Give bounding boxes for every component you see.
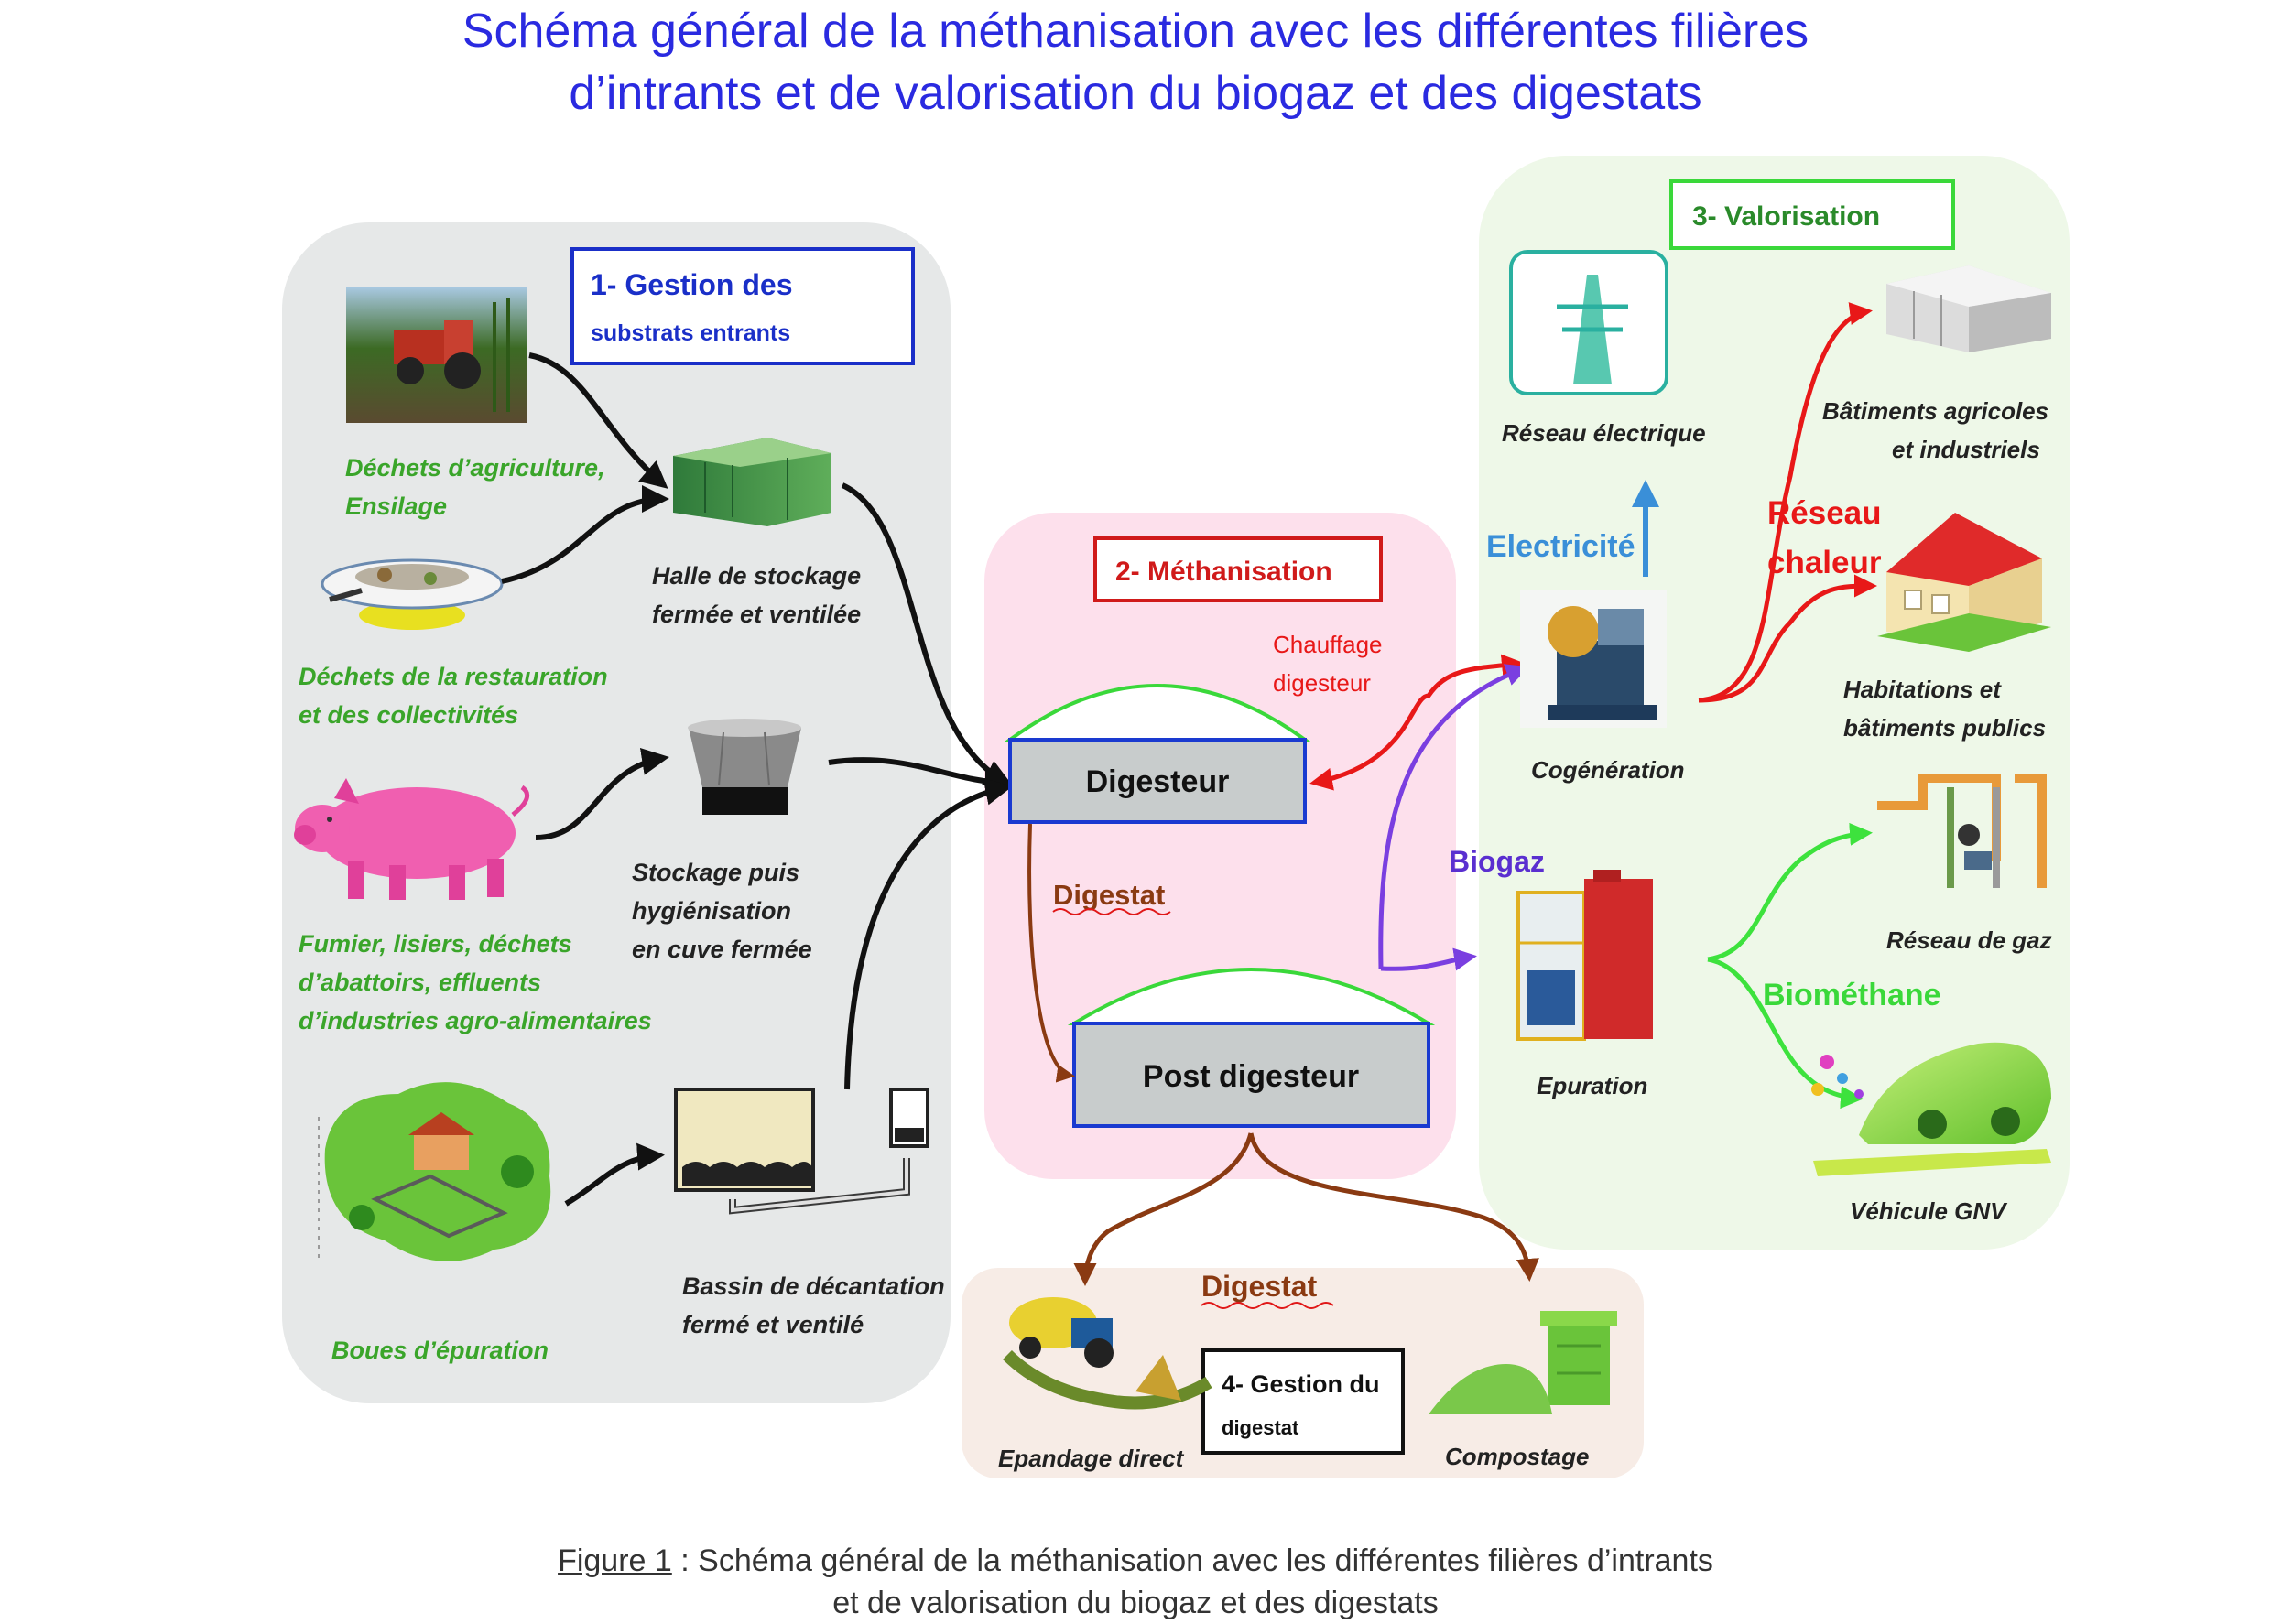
label-agri-line2: Ensilage [345,493,447,520]
figure-caption-line2: et de valorisation du biogaz et des dige… [832,1586,1439,1620]
digester-label: Digesteur [1086,764,1230,799]
squiggle-digestat-1 [1052,908,1171,915]
label-halle-line1: Halle de stockage [652,562,861,590]
label-chauffage-line1: Chauffage [1273,631,1383,658]
label-resto-line2: et des collectivités [299,701,518,729]
arrow-heat-cogeneration-digester [1309,654,1525,791]
label-vehicule-gnv: Véhicule GNV [1850,1197,2008,1225]
food-plate-icon [321,558,504,630]
section-header-digestat: 4- Gestion du digestat [1201,1348,1405,1455]
arrow-heat-to-buildings [1698,302,1873,703]
label-fumier-line1: Fumier, lisiers, déchets [299,930,572,958]
label-fumier-line3: d’industries agro-alimentaires [299,1007,652,1034]
cogeneration-engine-icon [1520,590,1667,728]
label-habitations-line2: bâtiments publics [1843,714,2046,742]
pig-icon [294,778,530,900]
label-electricite: Electricité [1486,529,1635,564]
diagram-title-line1: Schéma général de la méthanisation avec … [462,5,1809,58]
arrow-heat-to-houses [1698,574,1877,703]
figure-number: Figure 1 [558,1543,672,1578]
label-agri-line1: Déchets d’agriculture, [345,454,605,482]
label-cuve-line3: en cuve fermée [632,936,812,963]
label-batiments-line1: Bâtiments agricoles [1822,397,2048,425]
label-compostage: Compostage [1445,1443,1589,1470]
label-bassin-line2: fermé et ventilé [682,1311,864,1338]
label-reseau-chaleur-line2: chaleur [1767,545,1882,580]
section-digestat-line2: digestat [1222,1416,1299,1439]
arrow-agri-to-hall [528,352,668,489]
label-cuve-line1: Stockage puis [632,859,799,886]
label-biomethane: Biométhane [1763,978,1941,1012]
post-digester-tank: Post digesteur [1067,968,1436,1128]
arrow-biogas-to-cogeneration [1378,664,1529,969]
label-cuve-line2: hygiénisation [632,897,791,925]
section-substrates-line2: substrats entrants [591,320,790,346]
label-epuration: Epuration [1537,1072,1647,1099]
label-cogeneration: Cogénération [1531,756,1685,784]
section-methanisation-label: 2- Méthanisation [1115,557,1332,587]
arrow-digestat-to-compost [1248,1132,1539,1282]
label-reseau-electrique: Réseau électrique [1502,419,1706,447]
section-substrates-line1: 1- Gestion des [591,268,793,301]
label-halle-line2: fermée et ventilée [652,601,861,628]
label-epandage: Epandage direct [998,1445,1185,1472]
label-digestat-mgmt: Digestat [1201,1270,1318,1303]
label-fumier-line2: d’abattoirs, effluents [299,969,541,996]
arrow-digestat-to-post [1027,823,1075,1083]
closed-tank-icon [688,719,801,815]
storage-hall-icon [673,438,831,526]
arrow-boues-to-basin [564,1142,665,1207]
arrow-digestat-to-spreading [1073,1132,1254,1286]
section-header-valorisation: 3- Valorisation [1669,179,1955,250]
label-batiments-line2: et industriels [1892,436,2040,463]
figure-caption-line1: Figure 1 : Schéma général de la méthanis… [0,1540,2271,1582]
label-biogaz: Biogaz [1449,845,1545,878]
settling-basin-icon [674,1088,929,1215]
label-bassin-line1: Bassin de décantation [682,1272,945,1300]
figure-caption-text1: Schéma général de la méthanisation avec … [698,1543,1713,1578]
label-habitations-line1: Habitations et [1843,676,2002,703]
warehouse-icon [1886,265,2051,352]
arrow-biomethane-to-gas-grid [1707,822,1873,962]
arrow-biomethane-to-vehicle [1707,957,1864,1110]
section-header-methanisation: 2- Méthanisation [1093,536,1383,602]
digester-tank: Digesteur [1004,684,1311,824]
label-resto-line1: Déchets de la restauration [299,663,608,690]
section-digestat-line1: 4- Gestion du [1222,1370,1380,1398]
leaf-car-icon [1811,1042,2051,1176]
label-boues: Boues d’épuration [331,1337,549,1364]
arrow-biogas-to-purification [1380,947,1477,971]
label-reseau-gaz: Réseau de gaz [1886,926,2052,954]
tractor-field-icon [346,287,527,423]
arrow-resto-to-hall [501,485,669,584]
squiggle-digestat-2 [1201,1302,1334,1309]
house-icon [1877,513,2051,652]
post-digester-label: Post digesteur [1143,1059,1359,1094]
gas-pipes-icon [1877,774,2047,888]
label-reseau-chaleur-line1: Réseau [1767,495,1882,531]
spreader-tractor-icon [1003,1297,1212,1410]
section-header-substrates: 1- Gestion des substrats entrants [570,247,915,365]
figure-caption-sep: : [671,1543,699,1578]
section-valorisation-label: 3- Valorisation [1692,201,1880,232]
label-digestat-methanisation: Digestat [1053,879,1165,911]
compost-bin-icon [1429,1311,1617,1414]
arrow-fumier-to-tank [535,748,669,840]
power-pylon-icon [1509,250,1668,395]
diagram-title-line2: d’intrants et de valorisation du biogaz … [569,67,1702,120]
sewage-plant-icon [318,1082,551,1263]
arrow-basin-to-digester [844,778,1013,1090]
purification-unit-icon [1516,870,1653,1041]
arrow-hall-to-digester [841,482,1013,785]
label-chauffage-line2: digesteur [1273,669,1371,697]
